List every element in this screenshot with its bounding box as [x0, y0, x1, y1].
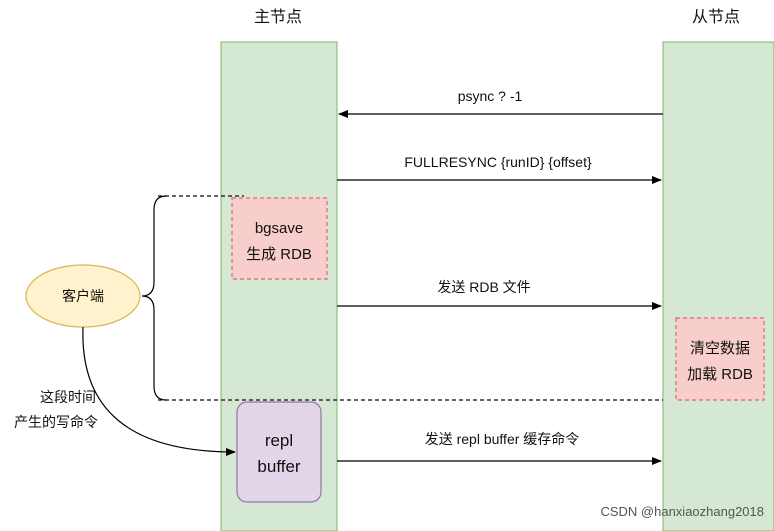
repl-buffer-line1: repl: [265, 431, 293, 450]
load-line1: 清空数据: [690, 340, 750, 357]
watermark: CSDN @hanxiaozhang2018: [600, 504, 764, 519]
psync-label: psync ? -1: [458, 88, 523, 104]
master-lane-title: 主节点: [254, 8, 302, 26]
client-label: 客户端: [62, 288, 104, 304]
write-note-line2: 产生的写命令: [14, 414, 98, 430]
load-line2: 加载 RDB: [687, 366, 753, 383]
client-to-buffer-curve: [82, 326, 236, 456]
period-brace: [141, 195, 167, 401]
bgsave-box: [231, 197, 328, 280]
repl-buffer-box: [236, 401, 322, 503]
slave-lane: [662, 41, 774, 531]
fullresync-label: FULLRESYNC {runID} {offset}: [404, 154, 592, 170]
slave-lane-title: 从节点: [692, 8, 740, 26]
bgsave-line1: bgsave: [255, 220, 303, 237]
repl-buffer-line2: buffer: [257, 457, 301, 476]
write-note-line1: 这段时间: [40, 389, 96, 405]
send-rdb-label: 发送 RDB 文件: [437, 279, 530, 295]
bgsave-line2: 生成 RDB: [246, 246, 312, 263]
load-rdb-box: [675, 317, 765, 401]
send-buffer-label: 发送 repl buffer 缓存命令: [425, 431, 580, 447]
